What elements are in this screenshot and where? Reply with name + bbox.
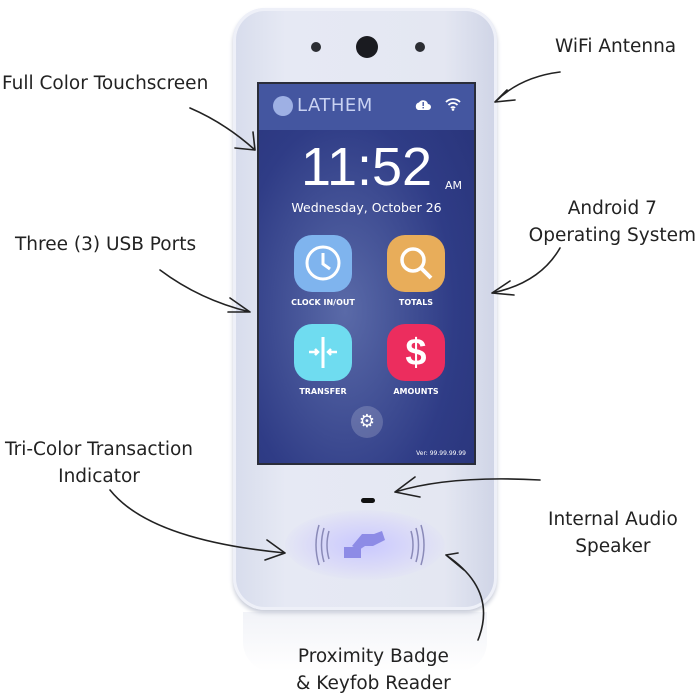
totals-button[interactable] bbox=[387, 235, 445, 292]
amounts-label: AMOUNTS bbox=[393, 387, 439, 396]
clock-time: 11:52 bbox=[300, 137, 433, 197]
callout-indicator-line1: Tri-Color Transaction bbox=[5, 439, 194, 460]
callout-indicator-line2: Indicator bbox=[58, 466, 140, 487]
callout-wifi-antenna: WiFi Antenna bbox=[555, 36, 677, 57]
cloud-alert-icon bbox=[415, 100, 431, 110]
camera-lens bbox=[356, 36, 378, 58]
callout-speaker-line1: Internal Audio bbox=[548, 509, 678, 530]
callout-speaker: Internal Audio Speaker bbox=[548, 506, 678, 560]
screen-header: LATHEM bbox=[259, 84, 474, 130]
settings-button[interactable]: ⚙ bbox=[351, 406, 383, 438]
clock-icon bbox=[305, 245, 341, 281]
callout-speaker-line2: Speaker bbox=[575, 536, 651, 557]
callout-android-line1: Android 7 bbox=[567, 198, 657, 219]
wifi-icon bbox=[445, 98, 461, 111]
callout-reader-line2: & Keyfob Reader bbox=[296, 673, 451, 694]
sensor-dot-left bbox=[311, 42, 321, 52]
gear-icon: ⚙ bbox=[358, 411, 376, 432]
svg-text:$: $ bbox=[405, 332, 426, 374]
callout-touchscreen: Full Color Touchscreen bbox=[2, 73, 209, 94]
dollar-icon: $ bbox=[405, 332, 426, 374]
callout-reader: Proximity Badge & Keyfob Reader bbox=[296, 643, 451, 697]
arrow-wifi bbox=[494, 71, 561, 103]
callout-indicator: Tri-Color Transaction Indicator bbox=[5, 436, 193, 490]
clock-date: Wednesday, October 26 bbox=[291, 200, 442, 215]
brand-name: LATHEM bbox=[297, 95, 373, 116]
lathem-logo-icon bbox=[273, 96, 293, 116]
search-icon bbox=[400, 247, 433, 280]
callout-reader-line1: Proximity Badge bbox=[297, 646, 449, 667]
clock-in-out-button[interactable] bbox=[294, 235, 352, 292]
sensor-dot-right bbox=[415, 42, 425, 52]
device-reflection bbox=[243, 612, 487, 672]
arrow-android bbox=[491, 247, 561, 296]
arrow-touchscreen bbox=[189, 107, 256, 151]
arrow-speaker bbox=[394, 476, 541, 498]
callout-android: Android 7 Operating System bbox=[529, 195, 696, 249]
transfer-icon bbox=[309, 337, 337, 368]
arrow-usb bbox=[159, 269, 251, 313]
callout-usb: Three (3) USB Ports bbox=[15, 234, 197, 255]
callout-android-line2: Operating System bbox=[528, 225, 696, 246]
touchscreen[interactable]: LATHEM 11:52 AM Wednesday, October 26 CL… bbox=[257, 82, 476, 465]
speaker-slot bbox=[361, 498, 375, 503]
arrow-reader bbox=[445, 552, 485, 641]
arrow-indicator bbox=[109, 489, 286, 561]
clock-in-out-label: CLOCK IN/OUT bbox=[291, 298, 355, 307]
clock-ampm: AM bbox=[445, 179, 463, 192]
amounts-button[interactable]: $ bbox=[387, 324, 445, 381]
badge-tap-icon bbox=[315, 524, 425, 566]
totals-label: TOTALS bbox=[398, 298, 434, 307]
transfer-button[interactable] bbox=[294, 324, 352, 381]
version-text: Ver: 99.99.99.99 bbox=[416, 450, 466, 457]
transfer-label: TRANSFER bbox=[299, 387, 347, 396]
